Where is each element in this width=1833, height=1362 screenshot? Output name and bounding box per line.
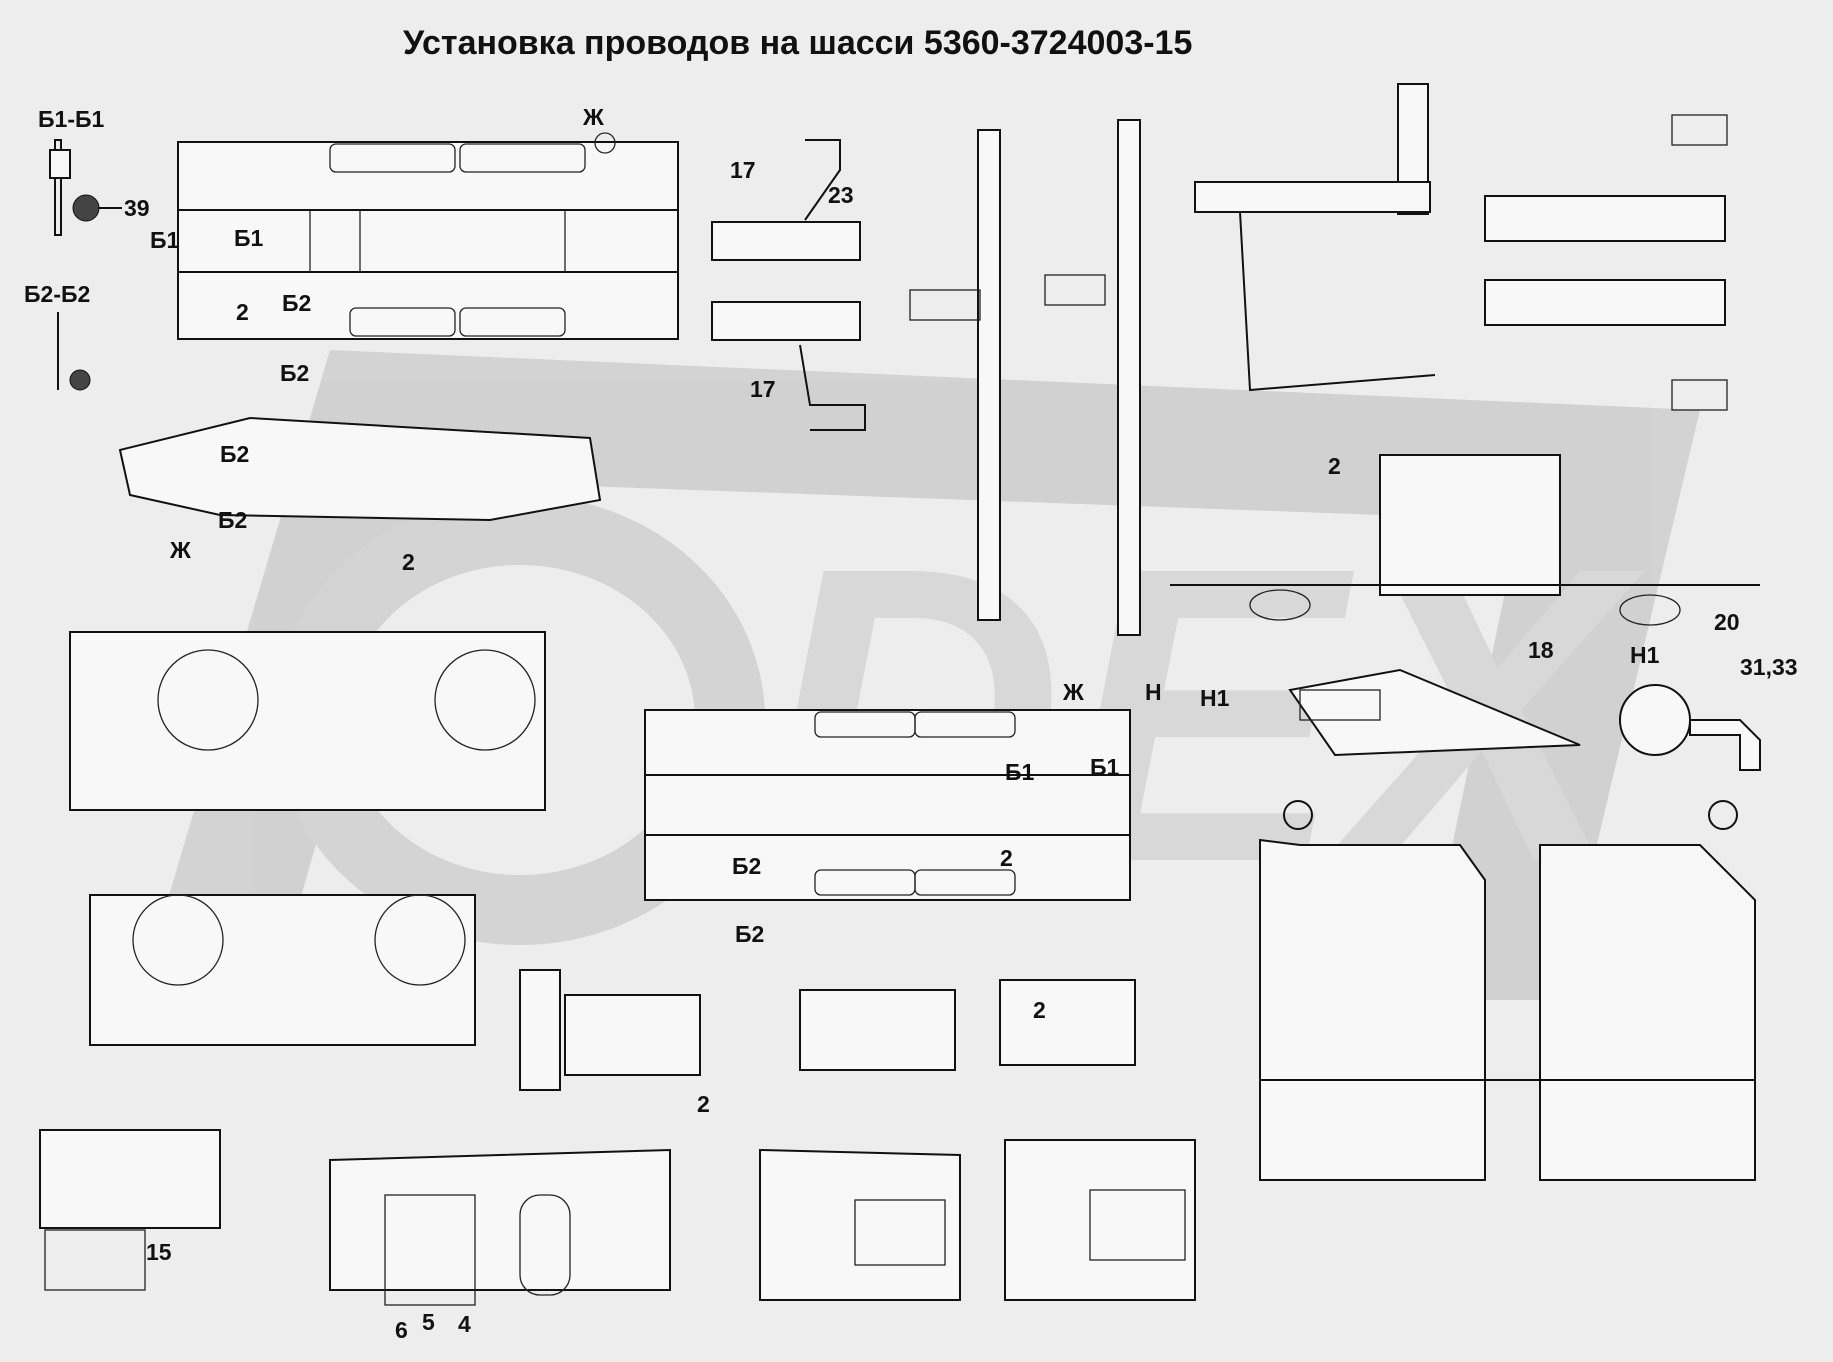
radiator-detail: 15 — [39, 1129, 221, 1291]
vertical-rail-left — [909, 129, 1001, 621]
beam-detail-bottom: 17 — [711, 301, 866, 431]
wheel-arch-detail-bottom — [89, 894, 476, 1046]
label-5: 5 — [422, 1309, 435, 1335]
label-2-box-b: 2 — [1033, 997, 1046, 1023]
label-4: 4 — [458, 1311, 471, 1337]
label-2-box-a: 2 — [697, 1091, 710, 1117]
label-zh-side: Ж — [169, 537, 191, 563]
label-b2-side-a: Б2 — [220, 441, 249, 467]
horn-detail: 18 Н1 20 31,33 — [1528, 609, 1798, 771]
cab-frame-rear-view — [1259, 800, 1756, 1181]
frame-middle-view: Ж Н Н1 Б1 Б1 2 Б2 Б2 — [644, 679, 1230, 947]
connector-detail — [1288, 668, 1581, 757]
label-zh-mid: Ж — [1062, 679, 1084, 705]
frame-side-view: Б2 Б2 Ж 2 — [118, 416, 602, 575]
label-b1-left: Б1 — [150, 227, 180, 253]
beam-detail-top: 17 23 — [711, 139, 861, 261]
frame-section-right — [1484, 114, 1728, 411]
label-h: Н — [1145, 679, 1162, 705]
label-b2-top-b: Б2 — [280, 360, 309, 386]
box-detail-c: 2 — [999, 979, 1136, 1066]
mount-detail-b — [1004, 1139, 1196, 1301]
crossmember-detail: 2 — [1170, 453, 1760, 626]
label-b2-side-b: Б2 — [218, 507, 247, 533]
mount-detail-a — [759, 1148, 961, 1301]
label-17-bottom: 17 — [750, 376, 776, 402]
page-title: Установка проводов на шасси 5360-3724003… — [403, 24, 1192, 62]
label-31-33: 31,33 — [1740, 654, 1798, 680]
label-zh-top: Ж — [582, 104, 604, 130]
label-15: 15 — [146, 1239, 172, 1265]
label-6: 6 — [395, 1317, 408, 1343]
frame-corner-detail — [1194, 83, 1436, 392]
label-20: 20 — [1714, 609, 1740, 635]
box-detail-b — [799, 989, 956, 1071]
label-23: 23 — [828, 182, 854, 208]
wheel-arch-detail-top — [69, 631, 546, 811]
label-b2-top-a: Б2 — [282, 290, 311, 316]
air-tanks-detail: 6 5 4 — [329, 1148, 671, 1343]
label-b2-mid-a: Б2 — [732, 853, 761, 879]
label-39: 39 — [124, 195, 150, 221]
label-h1: Н1 — [1200, 685, 1230, 711]
section-b1-b1: Б1-Б1 39 — [38, 106, 150, 236]
box-detail-a: 2 — [519, 969, 710, 1117]
label-b2-b2: Б2-Б2 — [24, 281, 90, 307]
frame-top-view: Ж Б1 Б1 2 Б2 Б2 — [150, 104, 679, 386]
label-17-top: 17 — [730, 157, 756, 183]
label-b1-right: Б1 — [234, 225, 264, 251]
label-h1-detail: Н1 — [1630, 642, 1660, 668]
label-b1-mid-b: Б1 — [1090, 754, 1120, 780]
label-2-right: 2 — [1328, 453, 1341, 479]
section-b2-b2: Б2-Б2 — [24, 281, 91, 391]
label-2-mid: 2 — [1000, 845, 1013, 871]
label-b1-mid-a: Б1 — [1005, 759, 1035, 785]
vertical-rail-right — [1044, 119, 1141, 636]
label-2-side: 2 — [402, 549, 415, 575]
label-18: 18 — [1528, 637, 1554, 663]
label-2-top: 2 — [236, 299, 249, 325]
label-b2-mid-b: Б2 — [735, 921, 764, 947]
label-b1-b1: Б1-Б1 — [38, 106, 105, 132]
